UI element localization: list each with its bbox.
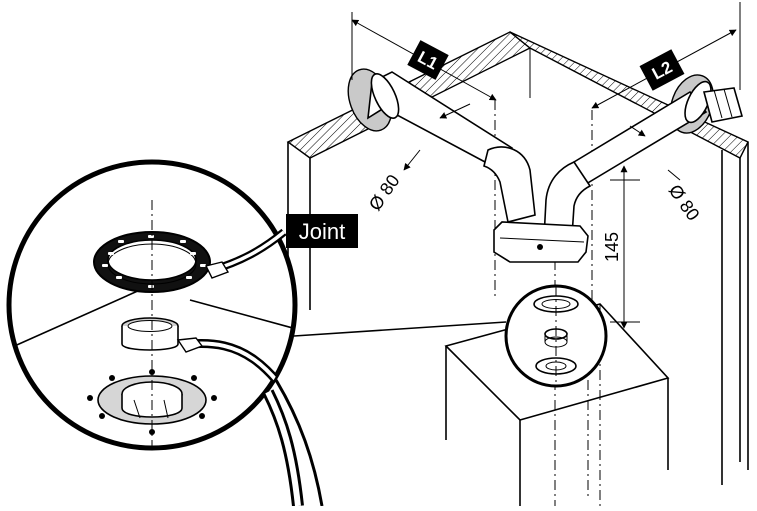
diameter-right-label: Ø 80	[665, 181, 704, 224]
left-elbow	[483, 146, 536, 223]
detail-circle-large	[6, 159, 324, 507]
pipe-assembly	[347, 68, 744, 263]
l1-label: L1	[407, 40, 449, 80]
right-end-cap	[702, 87, 744, 123]
diameter-left-label: Ø 80	[365, 171, 404, 214]
pointing-hand-icon	[204, 261, 230, 279]
base-adapter	[493, 221, 589, 263]
l2-label: L2	[639, 49, 685, 91]
detail-circle-small	[504, 284, 608, 388]
joint-label: Joint	[286, 214, 358, 248]
sleeve	[121, 326, 179, 351]
svg-text:Joint: Joint	[299, 219, 345, 244]
height-label: 145	[602, 232, 622, 262]
